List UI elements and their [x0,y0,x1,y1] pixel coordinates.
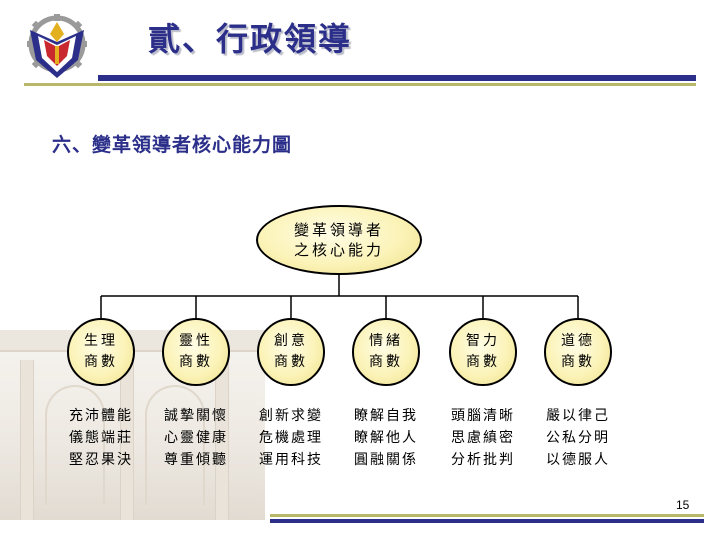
node-label-line2: 商數 [561,354,595,370]
trait-item: 誠摯關懷 [164,408,228,424]
traits-spiritual: 誠摯關懷 心靈健康 尊重傾聽 [154,405,238,471]
node-label-line2: 商數 [466,354,500,370]
node-emotional-quotient: 情緒 商數 [352,318,420,386]
traits-emotional: 瞭解自我 瞭解他人 圓融關係 [344,405,428,471]
school-emblem-icon [27,14,87,78]
trait-item: 頭腦清晰 [451,408,515,424]
node-label-line2: 商數 [369,354,403,370]
node-spiritual-quotient: 靈性 商數 [162,318,230,386]
slide-subtitle: 六、變革領導者核心能力圖 [52,134,293,156]
root-node-line2: 之核心能力 [293,241,384,259]
node-moral-quotient: 道德 商數 [544,318,612,386]
trait-item: 儀態端莊 [69,430,133,446]
node-label-line1: 生理 [84,333,118,349]
footer-rule-olive [270,514,704,517]
node-label-line1: 靈性 [179,333,213,349]
trait-item: 以德服人 [546,452,610,468]
trait-item: 尊重傾聽 [164,452,228,468]
traits-moral: 嚴以律己 公私分明 以德服人 [536,405,620,471]
node-label-line1: 道德 [561,333,595,349]
node-label-line2: 商數 [84,354,118,370]
trait-item: 堅忍果決 [69,452,133,468]
root-node-line1: 變革領導者 [293,221,384,239]
node-physical-quotient: 生理 商數 [67,318,135,386]
footer-rule-navy [270,519,704,523]
header-rule-olive [24,83,696,86]
trait-item: 充沛體能 [69,408,133,424]
trait-item: 公私分明 [546,430,610,446]
node-label-line1: 創意 [274,333,308,349]
trait-item: 創新求變 [259,408,323,424]
node-label-line1: 情緒 [369,333,403,349]
trait-item: 嚴以律己 [546,408,610,424]
slide-title: 貳、行政領導 [148,20,353,58]
trait-item: 瞭解自我 [354,408,418,424]
node-intelligence-quotient: 智力 商數 [449,318,517,386]
traits-creative: 創新求變 危機處理 運用科技 [249,405,333,471]
trait-item: 瞭解他人 [354,430,418,446]
node-creative-quotient: 創意 商數 [257,318,325,386]
trait-item: 分析批判 [451,452,515,468]
page-number: 15 [676,498,690,512]
trait-item: 危機處理 [259,430,323,446]
trait-item: 思慮縝密 [451,430,515,446]
trait-item: 運用科技 [259,452,323,468]
traits-intelligence: 頭腦清晰 思慮縝密 分析批判 [441,405,525,471]
node-label-line2: 商數 [274,354,308,370]
root-node: 變革領導者 之核心能力 [256,205,422,275]
node-label-line1: 智力 [466,333,500,349]
traits-physical: 充沛體能 儀態端莊 堅忍果決 [59,405,143,471]
trait-item: 心靈健康 [164,430,228,446]
node-label-line2: 商數 [179,354,213,370]
trait-item: 圓融關係 [354,452,418,468]
header-rule-navy [98,75,696,81]
